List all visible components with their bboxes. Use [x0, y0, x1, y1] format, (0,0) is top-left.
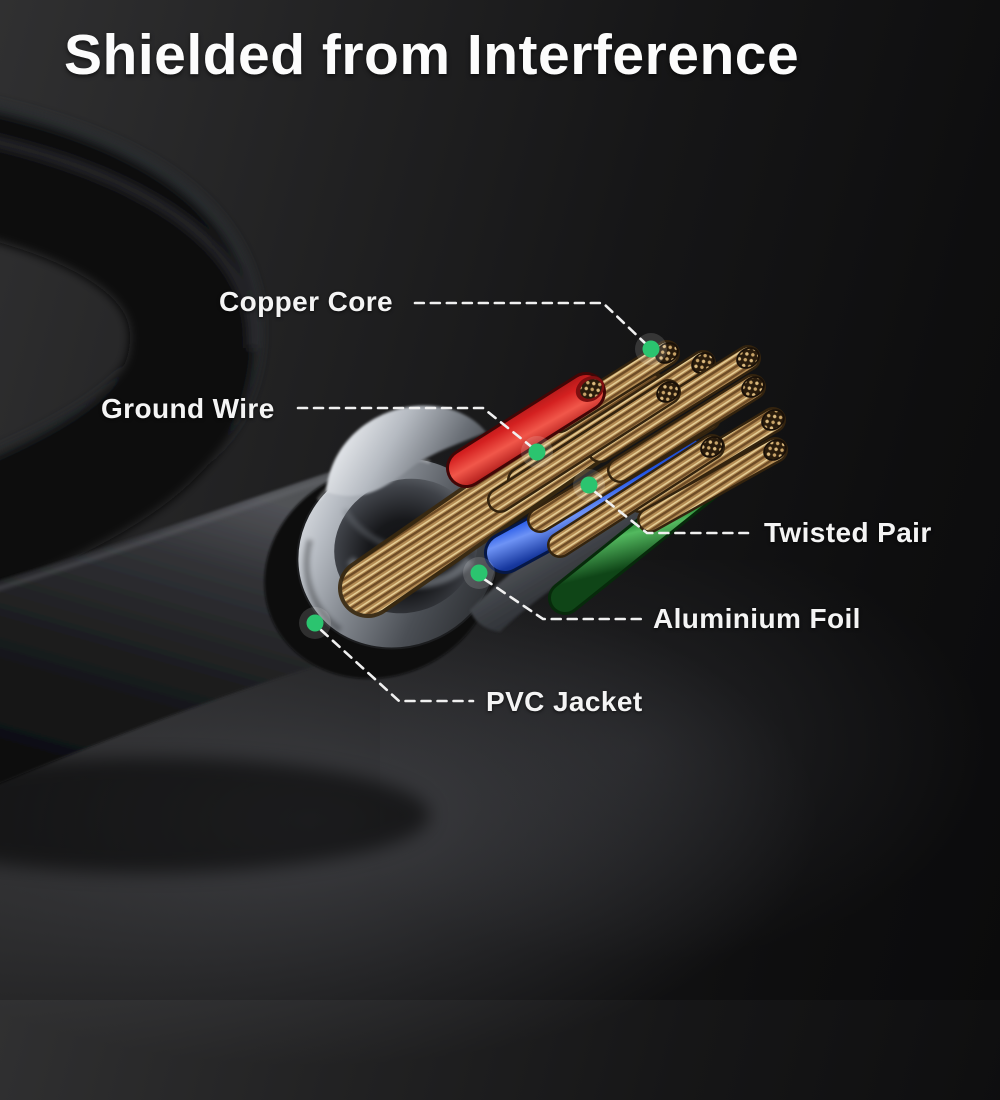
aluminium-foil-upper	[326, 405, 486, 496]
label-twisted-pair: Twisted Pair	[764, 517, 932, 548]
leader-lines	[295, 301, 750, 703]
label-pvc-jacket: PVC Jacket	[486, 686, 643, 717]
cable-shadow	[0, 757, 430, 873]
marker-dot-aluminium-foil	[470, 564, 488, 582]
marker-dot-twisted-pair	[580, 476, 598, 494]
leader-aluminium-foil	[482, 577, 643, 621]
label-copper-core: Copper Core	[219, 286, 393, 317]
cable-loop	[0, 103, 262, 591]
cable-cutaway-illustration	[0, 103, 788, 873]
cable-pvc-jacket	[0, 470, 352, 784]
label-ground-wire: Ground Wire	[101, 393, 275, 424]
leader-twisted-pair	[592, 489, 750, 535]
leader-ground-wire	[295, 406, 535, 450]
leader-pvc-jacket	[319, 628, 475, 703]
red-wire	[446, 372, 606, 488]
marker-dot-ground-wire	[528, 443, 546, 461]
copper-strand-bundles	[487, 340, 788, 558]
page-title: Shielded from Interference	[64, 23, 800, 87]
marker-dot-pvc-jacket	[306, 614, 324, 632]
leader-copper-core	[413, 301, 649, 347]
label-aluminium-foil: Aluminium Foil	[653, 603, 861, 634]
marker-dot-copper-core	[642, 340, 660, 358]
marker-dots	[299, 333, 667, 639]
